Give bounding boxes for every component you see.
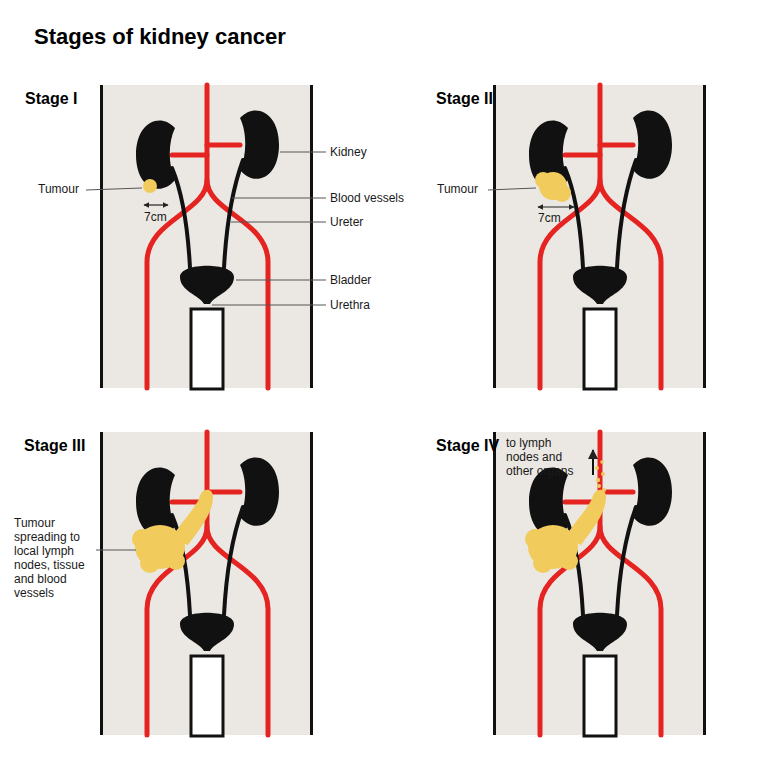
spread-arrow (592, 450, 594, 475)
size-label: 7cm (538, 211, 561, 225)
stage-heading: Stage II (436, 90, 493, 108)
tumour-medium (535, 172, 571, 202)
tumour-label: Tumour (38, 182, 79, 196)
note-label: Tumour spreading to local lymph nodes, t… (14, 516, 94, 600)
part-label: Kidney (330, 145, 367, 159)
stage-panel: Stage IV (436, 437, 499, 455)
size-label: 7cm (144, 210, 167, 224)
leader-line (488, 188, 536, 190)
tumour-large (132, 490, 213, 573)
stage-four-panel (493, 432, 706, 736)
leader-line (86, 188, 142, 190)
stage-heading: Stage IV (436, 437, 499, 455)
leader-line (96, 550, 136, 551)
part-label: Urethra (330, 298, 370, 312)
stage-heading: Stage III (24, 437, 85, 455)
stage-heading: Stage I (25, 90, 77, 108)
spreading-cells (595, 460, 606, 492)
title: Stages of kidney cancer (34, 24, 286, 50)
tumour-label: Tumour (437, 182, 478, 196)
tumour-large (525, 490, 606, 573)
part-label: Blood vessels (330, 191, 404, 205)
size-arrow (144, 204, 168, 205)
leader-lines (212, 152, 326, 305)
stage-panel: Stage III (24, 437, 85, 455)
stage-panel: Stage II (436, 90, 493, 108)
stage-one-panel (100, 85, 313, 389)
tumour-small (143, 179, 157, 193)
note-label: to lymph nodes and other organs (506, 436, 586, 478)
stage-three-panel (100, 432, 313, 736)
part-label: Bladder (330, 273, 371, 287)
stage-two-panel (493, 85, 706, 389)
stage-panel: Stage I (25, 90, 77, 108)
size-arrow (538, 206, 574, 207)
part-label: Ureter (330, 215, 363, 229)
